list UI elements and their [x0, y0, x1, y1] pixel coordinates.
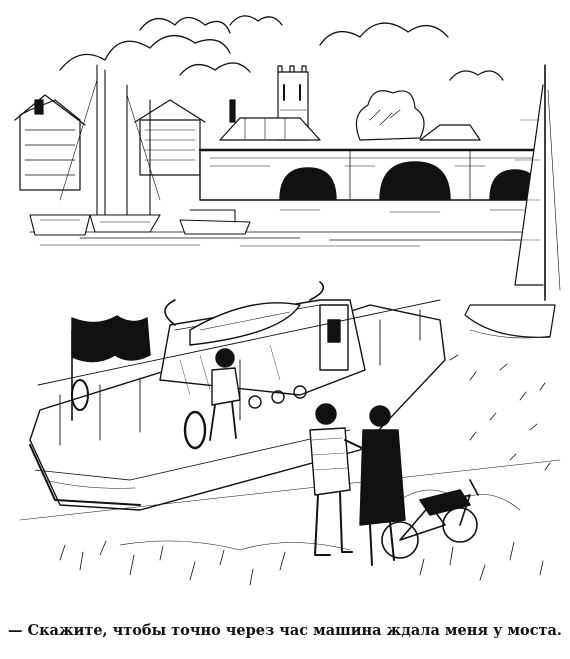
man-with-cap	[309, 403, 363, 556]
stone-bridge	[198, 148, 542, 201]
illustration	[14, 15, 561, 586]
sailboat-right	[464, 64, 561, 339]
woman-in-coat	[359, 405, 406, 566]
clouds	[59, 15, 504, 81]
motor-boat	[29, 281, 446, 511]
town-buildings	[14, 65, 481, 191]
caption: — Скажите, чтобы точно через час машина …	[8, 622, 562, 639]
motorcycle	[381, 479, 479, 559]
riverbank-grass	[19, 354, 561, 586]
harbor-boats	[29, 64, 251, 236]
